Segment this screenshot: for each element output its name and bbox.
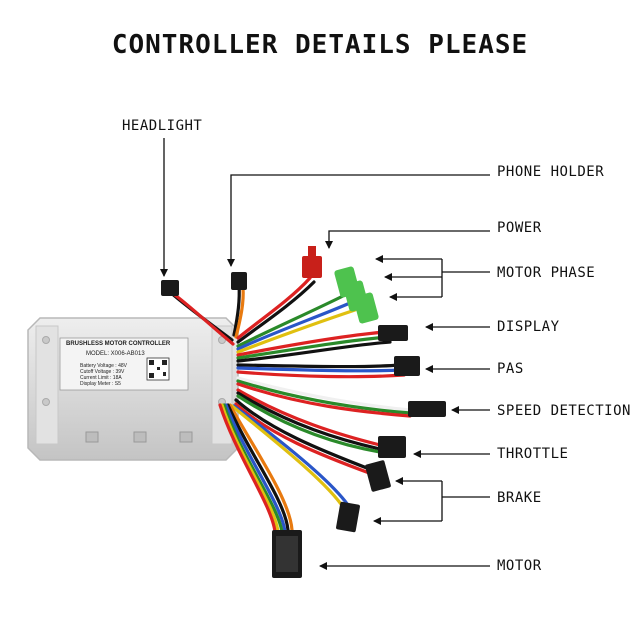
wire-bundle: [168, 276, 412, 534]
connector-throttle: [378, 436, 406, 458]
connector-motor-phase: [334, 266, 379, 324]
connector-brake-2: [336, 501, 360, 533]
connector-speed-detection: [408, 401, 446, 417]
connector-brake-1: [365, 460, 391, 492]
controller-spec-4: Display Meter : S5: [80, 381, 121, 387]
label-throttle: THROTTLE: [497, 446, 569, 462]
connector-display: [378, 325, 408, 341]
connector-pas: [394, 356, 420, 376]
controller-spec-1: Battery Voltage : 48V: [80, 363, 127, 369]
label-motor-phase: MOTOR PHASE: [497, 265, 596, 281]
connector-motor: [272, 530, 302, 578]
connector-headlight: [161, 280, 179, 296]
label-display: DISPLAY: [497, 319, 560, 335]
controller-spec-2: Cutoff Voltage : 39V: [80, 369, 125, 375]
label-headlight: HEADLIGHT: [122, 118, 203, 134]
label-pas: PAS: [497, 361, 524, 377]
label-power: POWER: [497, 220, 542, 236]
connector-power: [302, 246, 322, 278]
label-speed-detection: SPEED DETECTION: [497, 403, 631, 419]
controller-heading: BRUSHLESS MOTOR CONTROLLER: [66, 341, 171, 347]
controller-box: [27, 317, 239, 461]
page-title: CONTROLLER DETAILS PLEASE: [111, 30, 529, 60]
label-motor: MOTOR: [497, 558, 542, 574]
controller-model: MODEL: X006-AB013: [86, 351, 145, 357]
controller-spec-3: Current Limit : 18A: [80, 375, 122, 381]
connector-phone-holder: [231, 272, 247, 290]
label-brake: BRAKE: [497, 490, 542, 506]
label-phone-holder: PHONE HOLDER: [497, 164, 605, 180]
leader-lines: [160, 138, 490, 570]
